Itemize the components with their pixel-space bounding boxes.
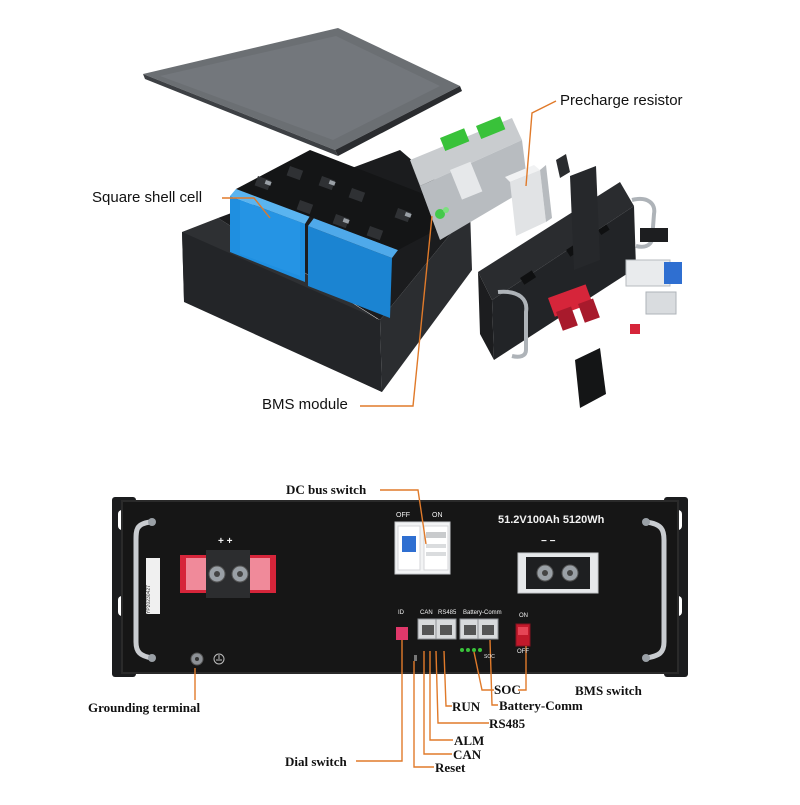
label-run: RUN xyxy=(452,699,481,714)
label-dc-bus-switch: DC bus switch xyxy=(286,482,367,497)
label-soc: SOC xyxy=(494,682,521,697)
label-reset: Reset xyxy=(435,760,466,775)
bms-power-switch[interactable] xyxy=(515,623,531,647)
square-shell-cells xyxy=(230,150,470,318)
small-components xyxy=(556,154,682,408)
exploded-leader-lines xyxy=(222,100,557,407)
positive-terminal-block xyxy=(180,550,276,598)
bms-module xyxy=(410,116,528,240)
label-battery-comm: Battery-Comm xyxy=(499,698,583,713)
port-id-text: ID xyxy=(398,610,404,616)
status-leds xyxy=(414,648,482,661)
soc-small-text: SOC xyxy=(484,654,495,660)
label-square-shell-cell: Square shell cell xyxy=(92,189,203,206)
panel-handles xyxy=(133,519,667,661)
breaker-on-text: ON xyxy=(432,512,443,519)
precharge-resistor xyxy=(505,165,552,236)
exploded-view xyxy=(143,28,682,408)
top-cover xyxy=(143,28,462,156)
port-rs485-text: RS485 xyxy=(438,610,457,616)
label-grounding-terminal: Grounding terminal xyxy=(88,700,201,715)
serial-sticker xyxy=(146,558,160,614)
label-bms-switch: BMS switch xyxy=(575,683,642,698)
grounding-terminal xyxy=(190,652,225,666)
dial-switch[interactable] xyxy=(396,627,408,640)
negative-terminal-block xyxy=(517,552,599,594)
label-precharge-resistor: Precharge resistor xyxy=(560,92,683,109)
positive-marks: + + xyxy=(218,536,233,547)
bms-switch-off-text: OFF xyxy=(517,649,529,655)
dc-bus-breaker xyxy=(394,521,451,575)
label-bms-module: BMS module xyxy=(262,396,348,413)
port-can-text: CAN xyxy=(420,610,433,616)
breaker-off-text: OFF xyxy=(396,512,410,519)
comm-ports xyxy=(417,618,499,640)
port-battery-comm-text: Battery-Comm xyxy=(463,610,502,616)
panel-leader-lines xyxy=(194,489,527,768)
front-panel-view xyxy=(112,489,688,768)
serial-number-text: YP20230427 xyxy=(146,585,152,614)
label-alm: ALM xyxy=(454,733,485,748)
negative-marks: − − xyxy=(541,536,556,547)
label-dial-switch: Dial switch xyxy=(285,754,347,769)
exploded-front-panel xyxy=(478,166,657,360)
bms-switch-on-text: ON xyxy=(519,613,528,619)
exploded-red-terminals xyxy=(548,284,600,331)
label-can: CAN xyxy=(453,747,482,762)
panel-rating-text: 51.2V100Ah 5120Wh xyxy=(498,514,605,526)
label-rs485: RS485 xyxy=(489,716,526,731)
